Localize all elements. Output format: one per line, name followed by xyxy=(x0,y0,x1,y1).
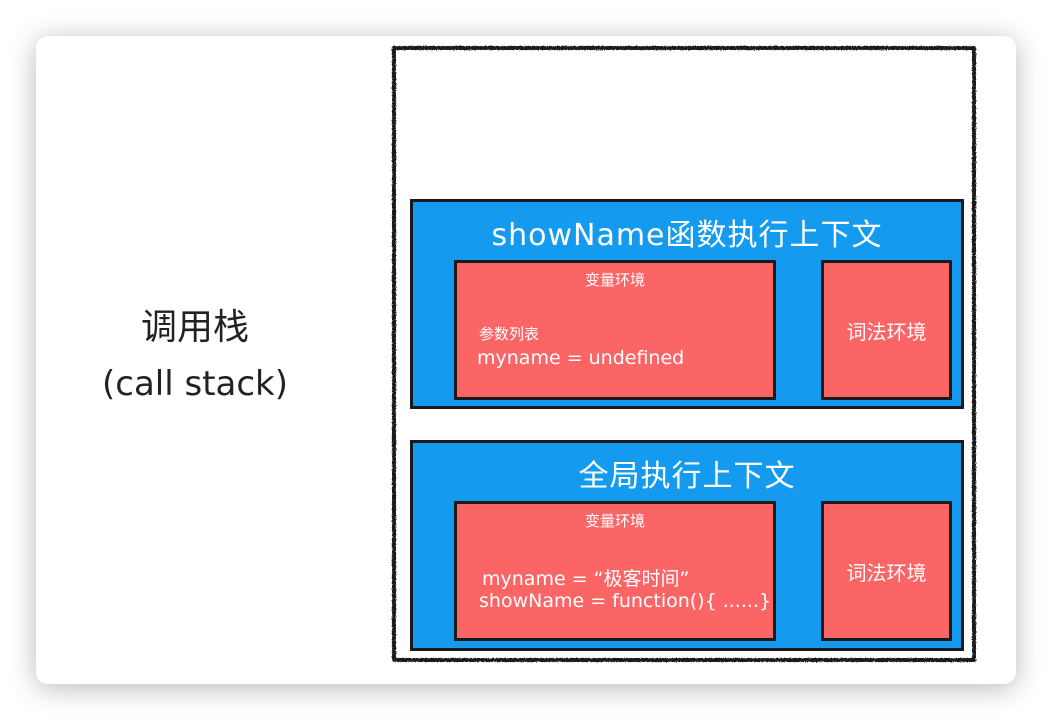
variable-environment-title: 变量环境 xyxy=(584,512,645,530)
variable-entry: showName = function(){ ......} xyxy=(479,590,772,612)
lexical-environment: 词法环境 xyxy=(821,260,952,400)
lexical-environment-title: 词法环境 xyxy=(846,560,927,585)
parameter-list-label: 参数列表 xyxy=(479,325,540,343)
call-stack-label-cn: 调用栈 xyxy=(140,307,249,348)
global-execution-context: 全局执行上下文 变量环境 myname = “极客时间” showName = … xyxy=(410,440,964,651)
variable-environment-title: 变量环境 xyxy=(584,271,645,289)
context-title: 全局执行上下文 xyxy=(578,459,796,494)
variable-entry: myname = undefined xyxy=(477,347,685,369)
context-title: showName函数执行上下文 xyxy=(491,218,883,253)
variable-environment: 变量环境 myname = “极客时间” showName = function… xyxy=(454,501,776,641)
variable-entry: myname = “极客时间” xyxy=(482,568,690,590)
showname-execution-context: showName函数执行上下文 变量环境 参数列表 myname = undef… xyxy=(410,199,964,409)
variable-environment: 变量环境 参数列表 myname = undefined xyxy=(454,260,776,400)
call-stack-label: 调用栈 (call stack) xyxy=(70,300,320,412)
lexical-environment-title: 词法环境 xyxy=(846,319,927,344)
lexical-environment: 词法环境 xyxy=(821,501,952,641)
call-stack-label-en: (call stack) xyxy=(101,364,289,404)
call-stack-frame xyxy=(392,46,976,662)
